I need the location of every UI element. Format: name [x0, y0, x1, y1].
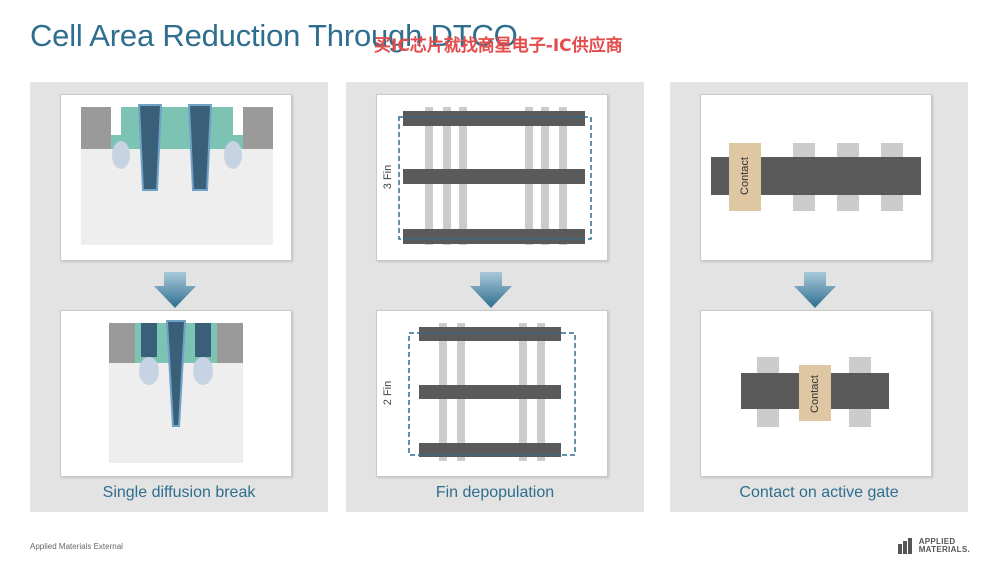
- sdb-before-card: [60, 94, 292, 261]
- coag-after-card: Contact: [700, 310, 932, 477]
- panel-caption: Contact on active gate: [739, 484, 899, 501]
- footer-classification: Applied Materials External: [30, 542, 123, 551]
- panel-single-diffusion-break: Single diffusion break: [30, 82, 328, 512]
- down-arrow-icon: [470, 272, 512, 308]
- panel-caption: Single diffusion break: [102, 484, 256, 501]
- contact-label: Contact: [809, 375, 821, 413]
- watermark-text: 买IC芯片就找商星电子-IC供应商: [374, 36, 623, 56]
- coag-after-diagram: [741, 357, 889, 427]
- logo-line-1: APPLIED: [918, 537, 956, 546]
- contact-label: Contact: [739, 157, 751, 195]
- slide-title: Cell Area Reduction Through DTCO: [30, 18, 518, 53]
- down-arrow-icon: [794, 272, 836, 308]
- down-arrow-icon: [154, 272, 196, 308]
- panel-caption: Fin depopulation: [435, 484, 555, 501]
- applied-materials-logo: APPLIED MATERIALS.: [897, 537, 970, 555]
- fin2-card: 2 Fin: [376, 310, 608, 477]
- panel-contact-on-active-gate: Contact Contact Contact on active gate: [670, 82, 968, 512]
- fin3-diagram: [398, 107, 592, 245]
- fin-count-label: 3 Fin: [382, 164, 394, 190]
- sdb-after-card: [60, 310, 292, 477]
- applied-materials-logo-icon: [897, 538, 912, 554]
- fin3-card: 3 Fin: [376, 94, 608, 261]
- logo-line-2: MATERIALS.: [918, 545, 970, 554]
- coag-before-card: Contact: [700, 94, 932, 261]
- panel-fin-depopulation: 3 Fin 2 Fin Fin depopulation: [346, 82, 644, 512]
- fin2-diagram: [408, 323, 576, 461]
- sdb-before-diagram: [81, 104, 273, 245]
- sdb-after-diagram: [109, 320, 243, 463]
- coag-before-diagram: [711, 143, 921, 211]
- fin-count-label: 2 Fin: [382, 380, 394, 406]
